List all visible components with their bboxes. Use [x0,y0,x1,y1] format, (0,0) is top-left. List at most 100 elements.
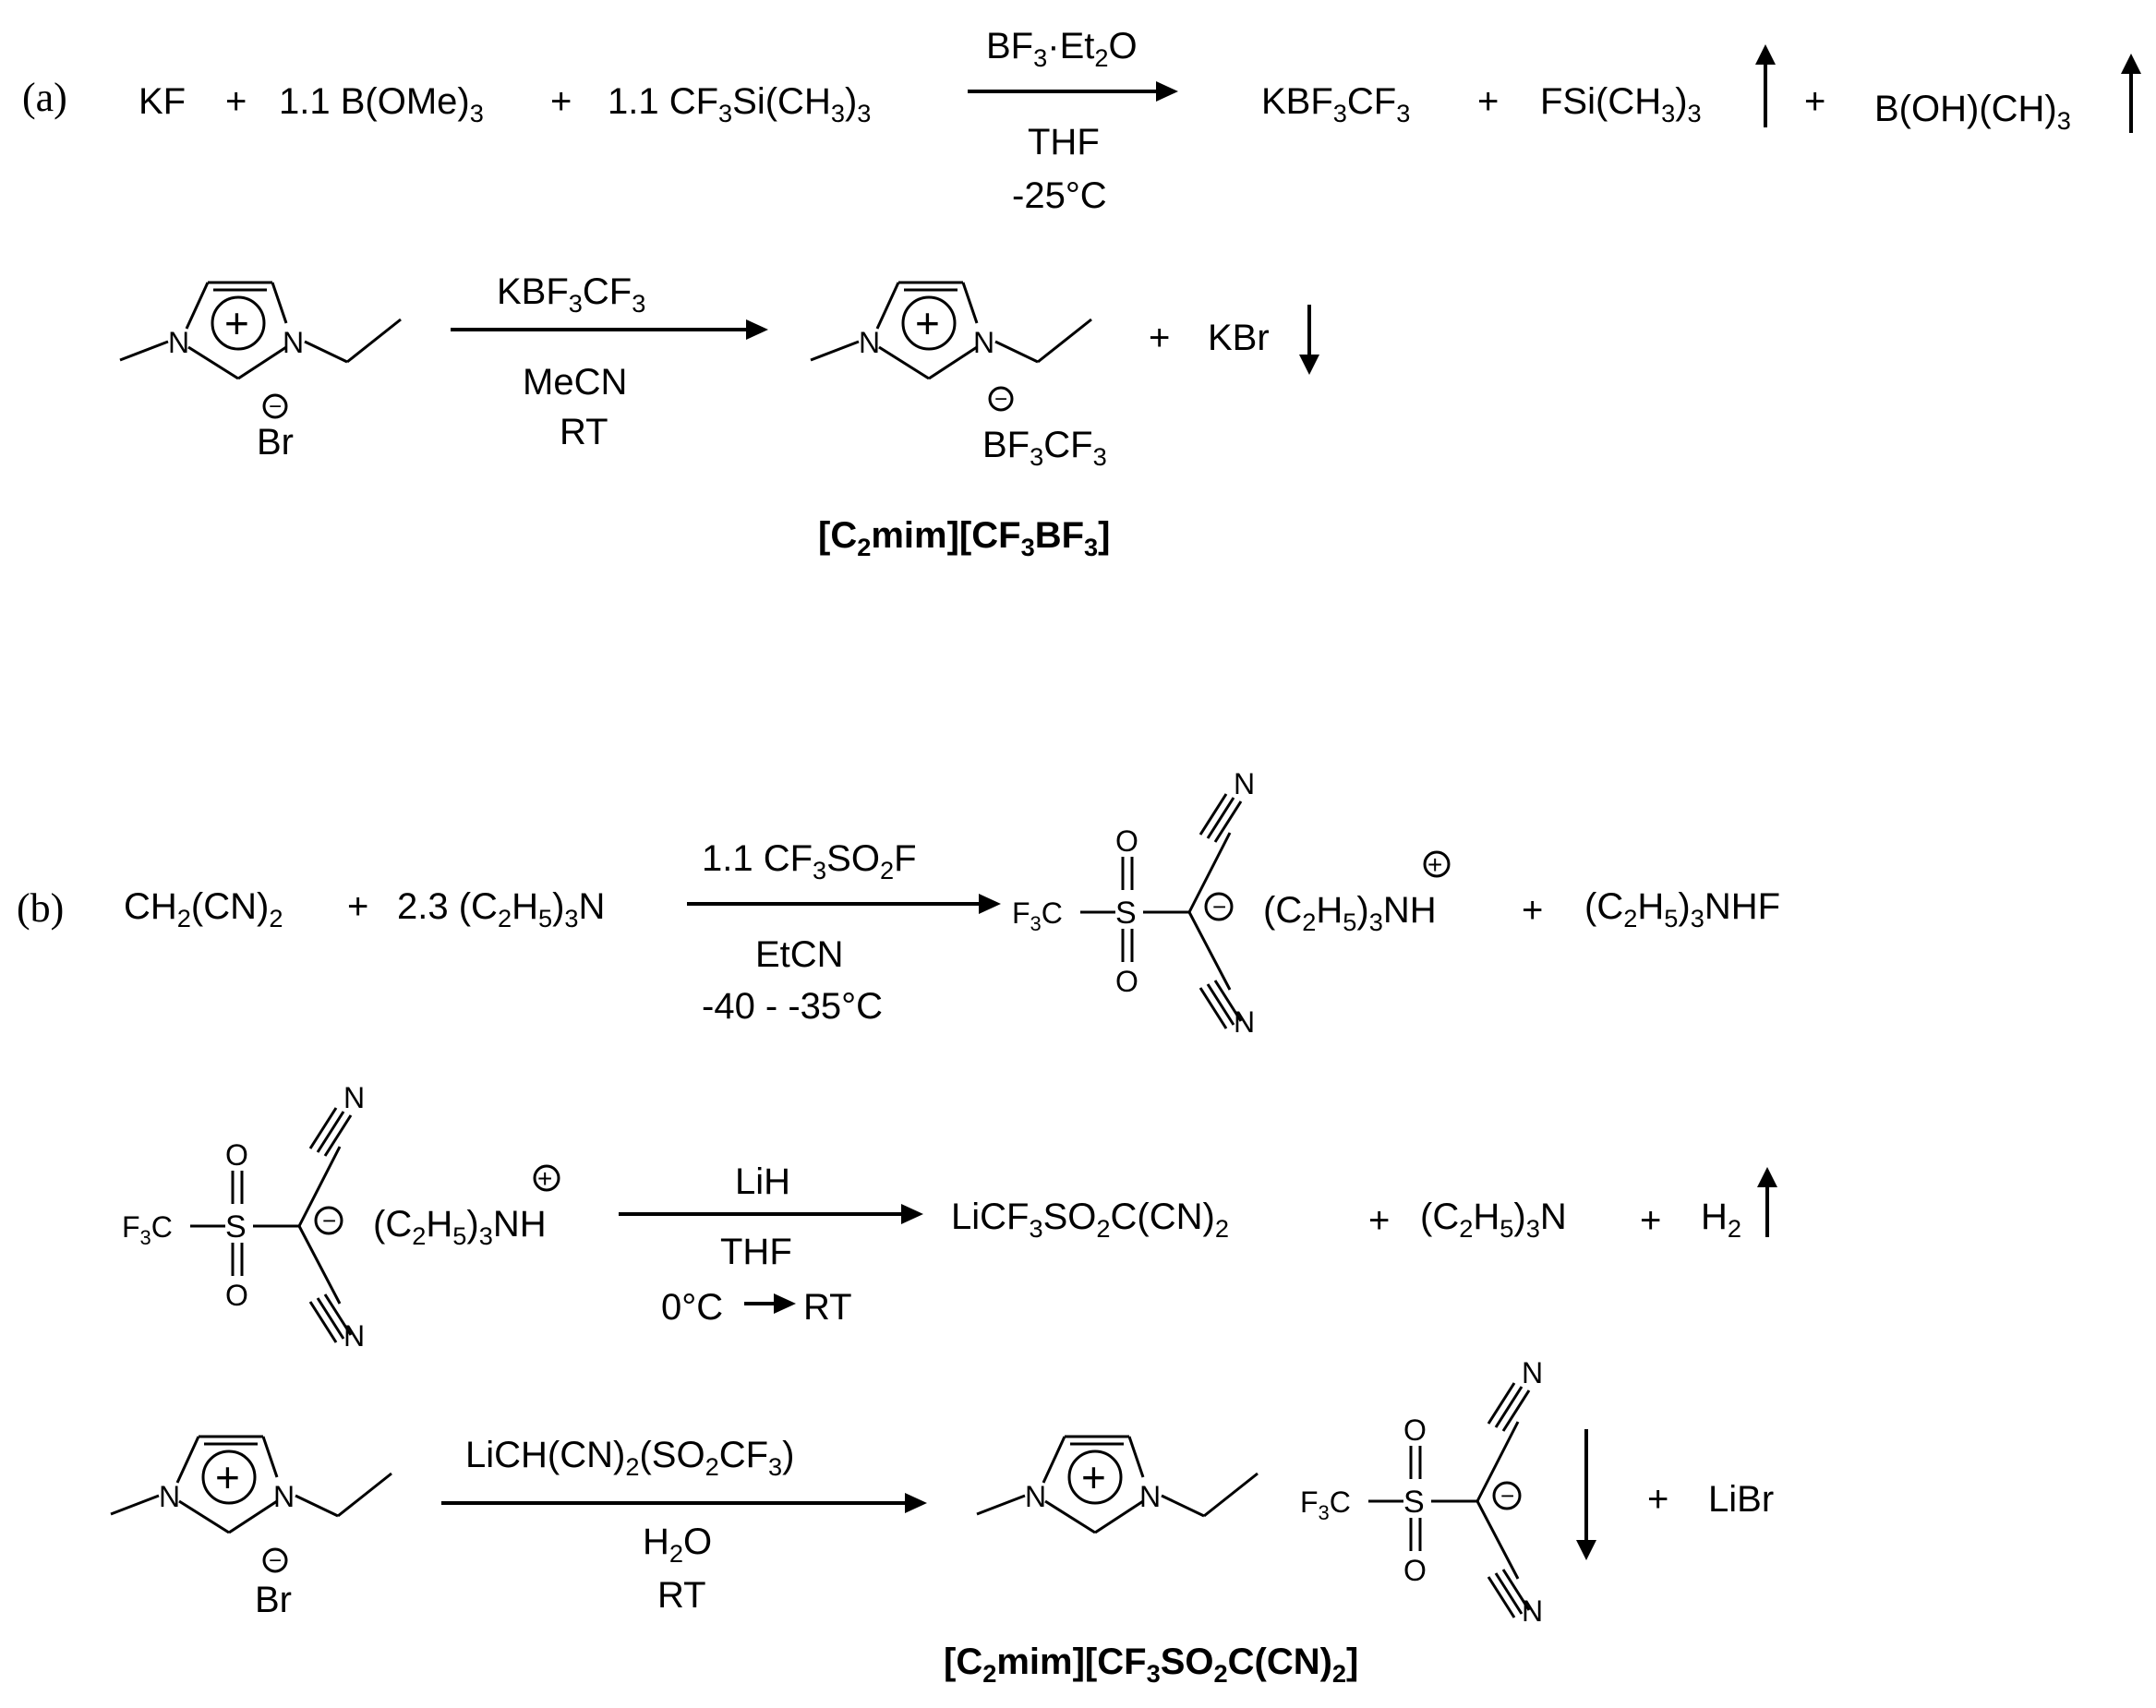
nitrile-triple-bond [1206,797,1235,839]
carbanion-charge-circle [1492,1481,1522,1510]
ethyl-bond [304,340,348,364]
arrow-temperature-end: RT [803,1287,852,1328]
emim-bromide-structure: + N N − Br [119,281,402,463]
nitrogen-atom: N [1025,1480,1046,1513]
plus-sign: + [1149,318,1171,358]
gas-evolution-arrow [2121,54,2141,133]
precipitate-arrow [1576,1429,1596,1560]
arrow-reagent: LiH [735,1161,791,1202]
arrow-reagent: 1.1 CF3SO2F [702,838,917,884]
cation-charge: + [215,1453,240,1501]
anion-charge-circle [262,393,288,419]
ethyl-bond [1203,1472,1259,1518]
ammonium-charge-structure: + [533,1164,560,1193]
ionic-liquid-name: [C2mim][CF3BF3] [818,515,1111,561]
carbanion-charge-circle [314,1206,343,1235]
nitrile-triple-bond [316,1297,345,1340]
plus-sign: + [225,81,247,122]
anion-charge: − [269,394,282,419]
anion-charge: − [269,1548,282,1573]
sulfur-atom: S [225,1209,247,1245]
plus-sign: + [1804,81,1826,122]
ring-bond [237,345,287,380]
arrow-solvent: EtCN [755,934,844,975]
plus-sign: + [1368,1200,1391,1241]
nitrile-triple-bond [323,1114,353,1157]
emim-cation-structure: + N N [976,1435,1259,1534]
scheme-b-label: (b) [17,885,65,931]
plus-sign: + [550,81,572,122]
nitrogen-atom: N [1522,1356,1543,1389]
oxygen-atom: O [1403,1413,1427,1447]
bromide-label: Br [257,422,294,463]
arrow-solvent: MeCN [523,362,628,403]
nitrile-triple-bond [1206,983,1235,1026]
nitrile-triple-bond [308,1107,338,1149]
reactant-kf: KF [139,81,187,122]
triflyl-dicyanomethanide-structure: F3C S O O N N − [1300,1356,1543,1628]
oxygen-atom: O [225,1279,248,1312]
nitrile-triple-bond [323,1293,353,1336]
arrow-solvent: THF [720,1232,792,1272]
nitrile-triple-bond [1501,1389,1531,1432]
byproduct-kbr: KBr [1208,318,1270,358]
reaction-arrow [687,894,1001,914]
nitrogen-atom: N [343,1081,365,1114]
nitrogen-atom: N [1522,1594,1543,1628]
sulfur-atom: S [1403,1485,1425,1520]
ring-bond [261,1436,279,1478]
nitrogen-atom: N [973,326,994,359]
trifluoromethyl-label: F3C [1300,1485,1351,1524]
reaction-arrow [441,1493,927,1513]
byproduct-fluorotrimethylsilane: FSi(CH3)3 [1540,81,1702,127]
ammonium-charge-circle [533,1164,560,1192]
triflyl-dicyanomethanide-structure: F3C S O O N N − [122,1081,365,1353]
sulfur-atom: S [1115,896,1137,931]
nitrile-triple-bond [1213,800,1243,843]
ethyl-bond [337,1472,392,1518]
cation-charge: + [915,299,940,347]
ammonium-charge: + [1427,850,1442,879]
arrow-temperature: RT [560,412,608,452]
nitrogen-atom: N [859,326,880,359]
emim-bromide-structure: + N N − Br [110,1435,392,1620]
byproduct-borane: B(OH)(CH)3 [1874,89,2071,135]
warming-arrow [744,1293,796,1314]
methyl-bond [110,1494,160,1516]
gas-evolution-arrow [1757,1167,1777,1237]
ammonium-charge-structure: + [1423,850,1451,879]
nitrogen-atom: N [168,326,189,359]
nitrogen-atom: N [283,326,304,359]
nitrile-triple-bond [316,1111,345,1153]
nitrile-triple-bond [308,1301,338,1343]
byproduct-hydrogen: H2 [1701,1197,1742,1243]
nitrogen-atom: N [1234,1005,1255,1039]
nitrogen-atom: N [343,1319,365,1353]
ethyl-bond [295,1494,339,1518]
methyl-bond [976,1494,1026,1516]
ammonium-charge: + [537,1164,552,1193]
ring-bond [1042,1436,1066,1484]
ring-bond [187,345,239,380]
anion-charge-circle [262,1547,288,1573]
carbanion-charge-circle [1204,892,1234,921]
product-lithium-salt: LiCF3SO2C(CN)2 [951,1197,1229,1243]
ring-bond [875,282,900,330]
byproduct-triethylamine: (C2H5)3N [1420,1197,1567,1243]
triflyl-dicyanomethanide-structure: F3C S O O N N − [1012,767,1255,1039]
reaction-arrow [451,319,768,340]
carbanion-charge: − [322,1207,336,1234]
arrow-temperature: -25°C [1012,175,1107,216]
nitrile-triple-bond [1494,1572,1524,1615]
arrow-solvent: H2O [643,1522,713,1568]
arrow-solvent: THF [1028,122,1100,162]
ethyl-bond [1037,318,1092,364]
ring-bond [1044,1499,1096,1534]
reaction-arrow [619,1204,923,1224]
oxygen-atom: O [225,1138,248,1172]
nitrile-triple-bond [1501,1569,1531,1611]
c-cn-bond [297,1146,342,1227]
methyl-bond [119,340,169,362]
ring-bond [878,345,930,380]
product-kbf3cf3: KBF3CF3 [1261,81,1411,127]
